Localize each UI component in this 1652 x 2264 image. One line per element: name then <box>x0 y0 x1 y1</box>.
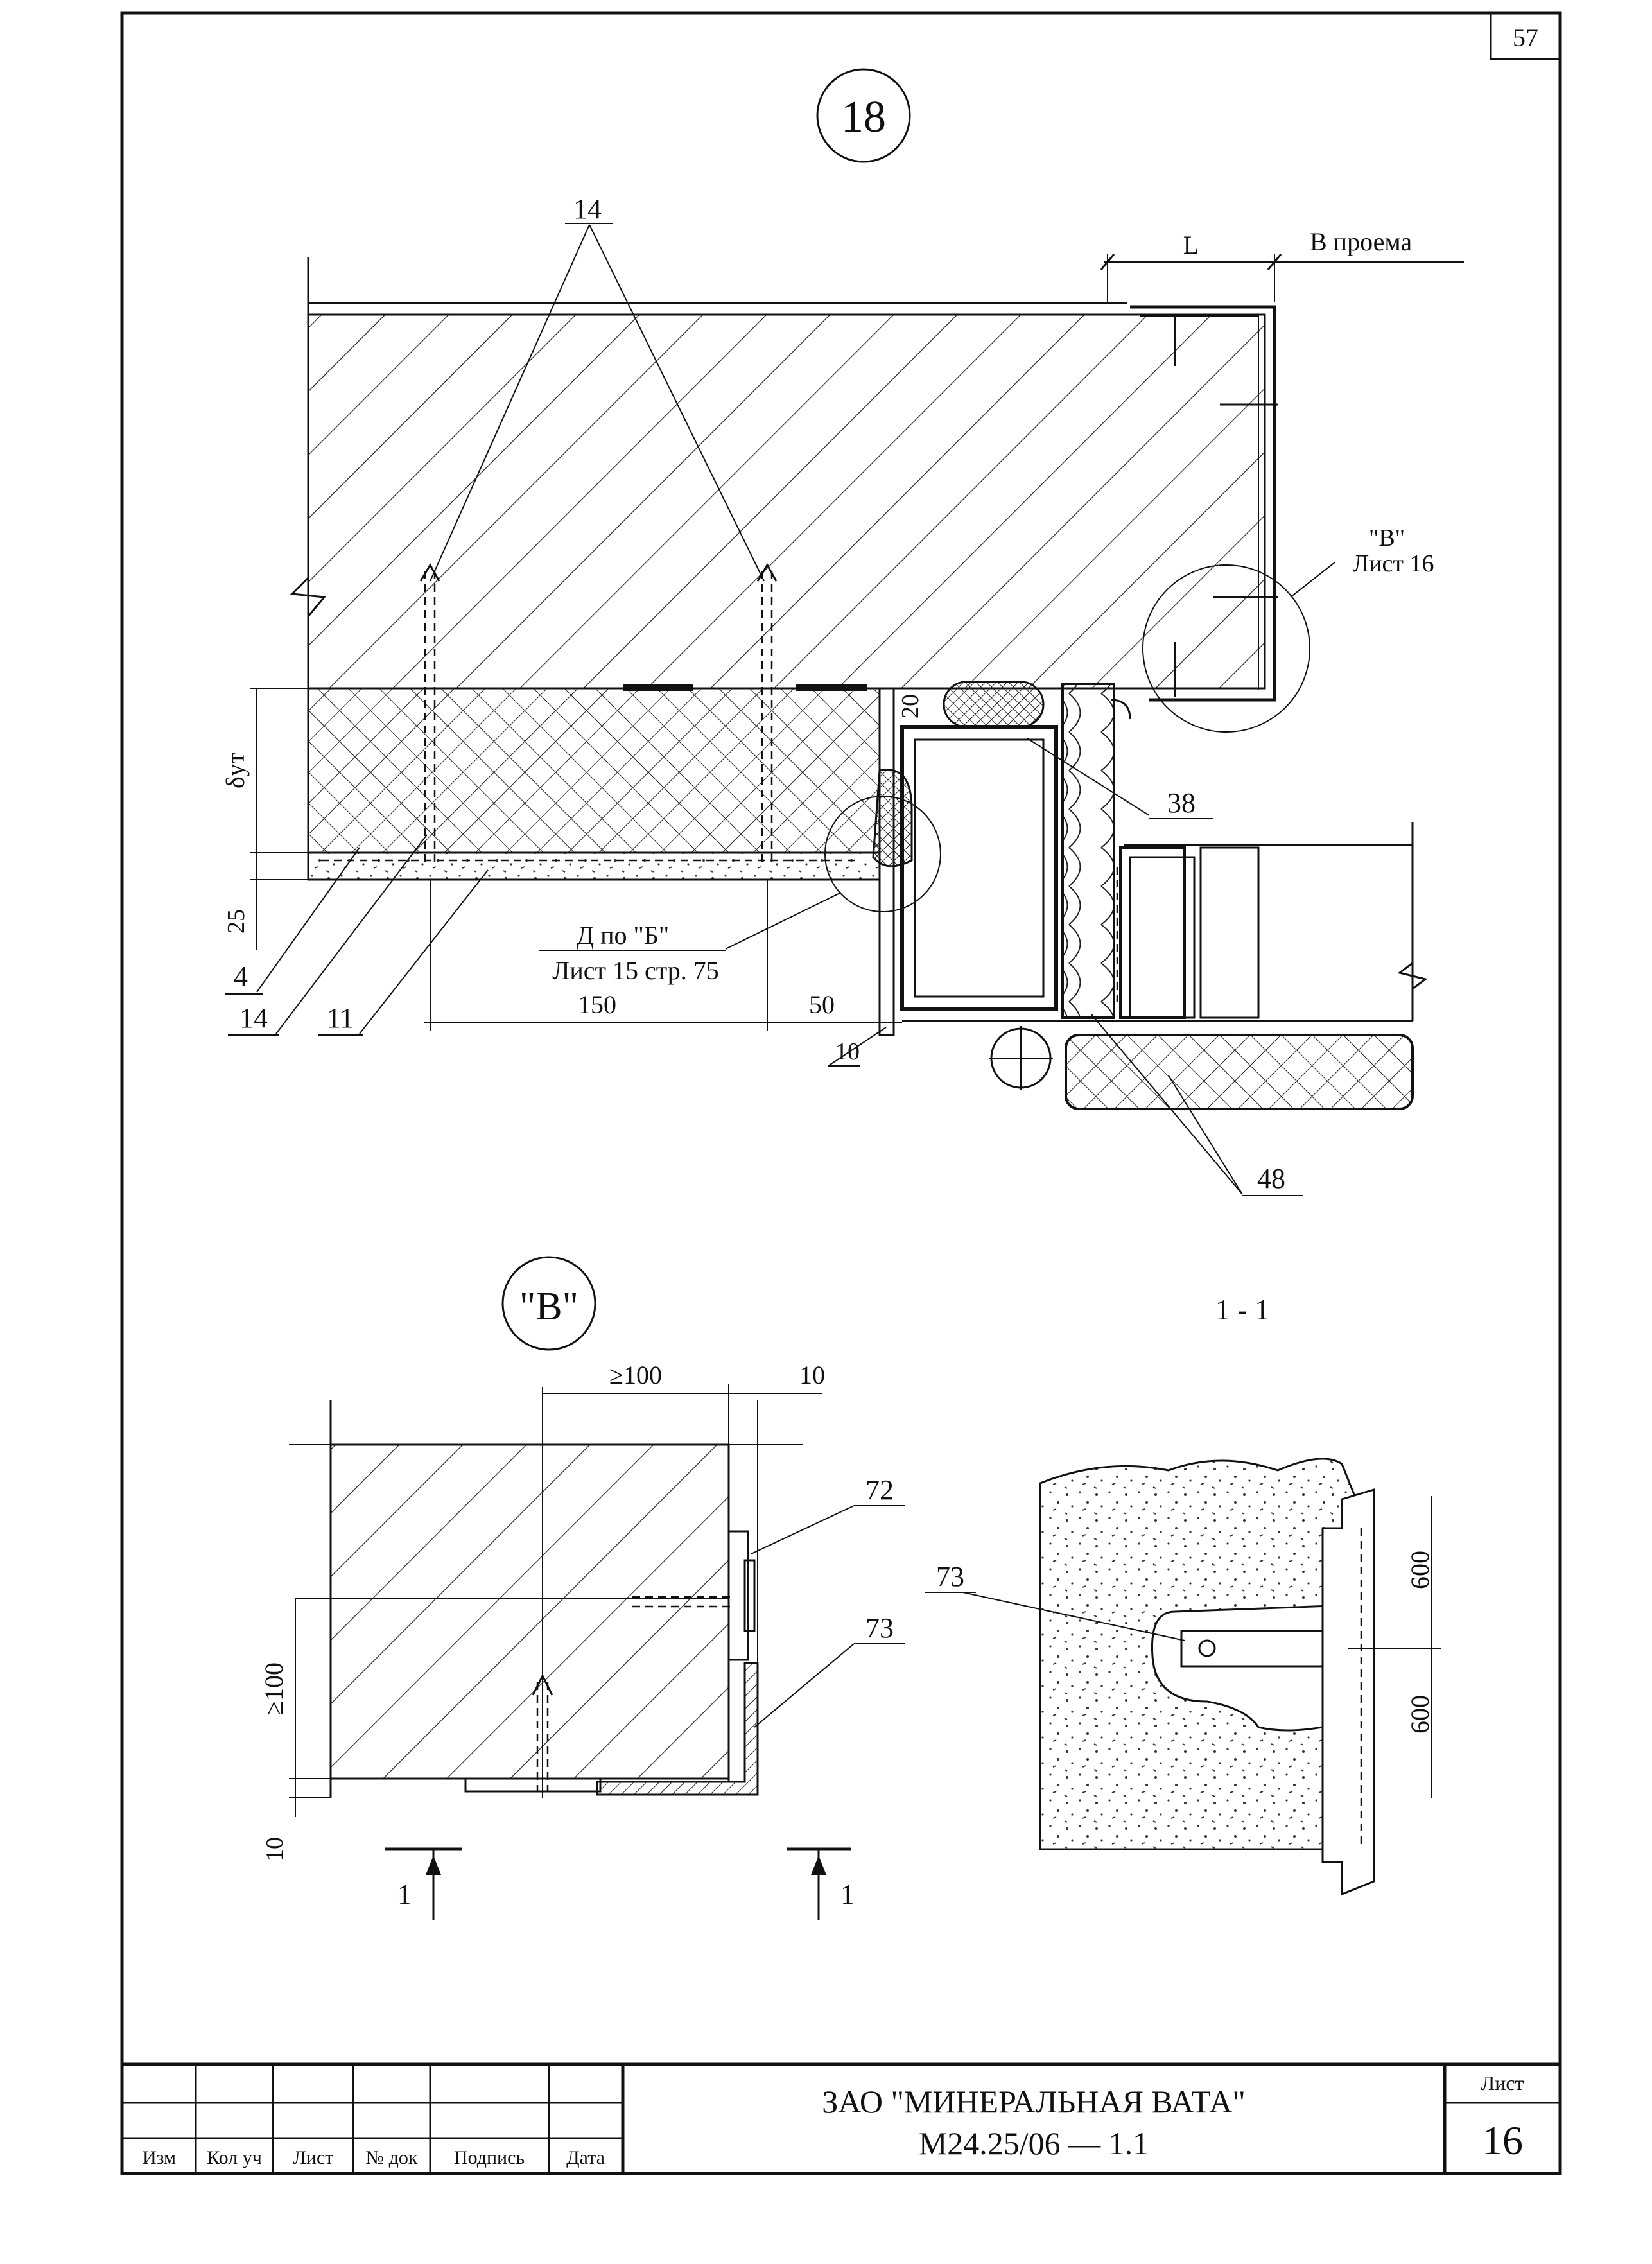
label-38: 38 <box>1167 787 1196 819</box>
opening-flashing <box>1130 305 1276 702</box>
leader-14-right <box>589 224 765 582</box>
title-col-izm: Изм <box>143 2147 176 2168</box>
title-sheet-label: Лист <box>1481 2071 1524 2094</box>
section-mark-right: 1 <box>840 1879 855 1910</box>
section-mark-left-arrow <box>426 1856 441 1875</box>
detailB-bottom-plate <box>464 1777 602 1793</box>
label-14-bottom: 14 <box>239 1002 268 1034</box>
sealant-cord <box>872 769 913 867</box>
wall-break-symbol <box>290 577 326 617</box>
detailB-dowel-v-tip <box>532 1673 553 1696</box>
wooden-sash <box>1061 683 1115 1019</box>
detail-B-callout-circle <box>501 1256 596 1351</box>
leader-73 <box>754 1643 855 1728</box>
dim-L-tick-left <box>1100 254 1115 270</box>
label-73-section: 73 <box>936 1561 964 1592</box>
wall-masonry <box>307 313 1266 690</box>
node-D-line2: Лист 15 стр. 75 <box>552 956 719 985</box>
opening-flashing-inner <box>1140 315 1259 690</box>
dowel-1-tip <box>419 563 440 582</box>
dim-50: 50 <box>809 990 835 1019</box>
detail-18-callout-circle <box>816 68 911 163</box>
dim-L: L <box>1183 231 1199 259</box>
leader-72 <box>751 1505 855 1554</box>
label-73-detailB: 73 <box>865 1612 894 1644</box>
title-col-date: Дата <box>566 2147 605 2168</box>
label-48: 48 <box>1257 1163 1285 1194</box>
title-col-signature: Подпись <box>454 2147 525 2168</box>
leader-11 <box>359 869 489 1034</box>
detailB-plate-72-inner <box>743 1559 756 1632</box>
section-1-1-dim-600-top: 600 <box>1405 1551 1434 1589</box>
title-col-kol-uch: Кол уч <box>207 2147 262 2168</box>
detail-18-callout: 18 <box>841 92 886 142</box>
inner-wall-break-symbol <box>1397 962 1428 990</box>
dim-150: 150 <box>578 990 616 1019</box>
ref-B-sheet: Лист 16 <box>1352 550 1434 577</box>
node-D-line1: Д по "Б" <box>577 921 669 950</box>
leader-48-a <box>1091 1014 1243 1195</box>
top-gasket <box>943 681 1045 728</box>
dim-L-tick-right <box>1267 254 1282 270</box>
dim-10: 10 <box>835 1038 860 1065</box>
title-col-list: Лист <box>293 2147 334 2168</box>
adhesive-strip-2 <box>796 684 867 691</box>
corner-number: 57 <box>1513 23 1538 52</box>
dim-25: 25 <box>223 909 250 934</box>
section-mark-right-arrow <box>811 1856 826 1875</box>
inner-wall-opening <box>1199 846 1260 1019</box>
insulation-layer <box>307 687 881 854</box>
title-company: ЗАО "МИНЕРАЛЬНАЯ ВАТА" <box>822 2084 1246 2120</box>
leader-14-left <box>430 224 590 582</box>
section-mark-left: 1 <box>397 1879 412 1910</box>
title-col-doc: № док <box>366 2147 418 2168</box>
section-1-1-bolt <box>1198 1639 1216 1657</box>
detailB-dim-100-top: ≥100 <box>609 1361 662 1389</box>
glazing-unit <box>1129 856 1196 1019</box>
section-1-1-profile <box>1321 1488 1375 1896</box>
title-sheet-number: 16 <box>1482 2118 1523 2163</box>
opening-face-label: В проема <box>1310 227 1412 256</box>
sash-hinge <box>1110 699 1131 720</box>
dim-10-leader <box>828 1027 887 1067</box>
leader-4 <box>256 847 360 993</box>
ref-B-leader <box>1290 561 1336 598</box>
label-4: 4 <box>234 961 248 992</box>
dim-delta: δут <box>221 753 250 788</box>
label-11: 11 <box>327 1002 354 1034</box>
detail-B-reference-circle <box>1142 564 1310 733</box>
node-D-circle <box>824 796 941 912</box>
window-sill <box>1065 1034 1414 1110</box>
plaster-layer <box>307 851 881 881</box>
window-steel-tube-inner <box>914 738 1045 998</box>
detailB-dim-10-top: 10 <box>799 1361 825 1389</box>
detailB-dim-10-left: 10 <box>261 1837 288 1861</box>
sheet-frame <box>120 11 1562 2175</box>
corner-number-box <box>1490 12 1561 60</box>
window-steel-tube-outer <box>900 725 1058 1011</box>
ref-B-quote: "В" <box>1369 525 1405 552</box>
leader-38 <box>1027 738 1150 816</box>
leader-73-section <box>962 1592 1185 1641</box>
detailB-dim-100-left: ≥100 <box>259 1662 288 1715</box>
label-14-top: 14 <box>573 193 602 225</box>
leader-14-bottom <box>275 834 428 1034</box>
adhesive-strip-1 <box>623 684 693 691</box>
label-72: 72 <box>865 1474 894 1506</box>
detailB-masonry <box>329 1443 730 1780</box>
dim-20: 20 <box>897 694 924 718</box>
detail-B-callout: "В" <box>519 1285 578 1328</box>
section-1-1-title: 1 - 1 <box>1215 1293 1269 1326</box>
title-document-code: М24.25/06 — 1.1 <box>919 2125 1149 2161</box>
leader-48-b <box>1168 1075 1243 1195</box>
dowel-2-tip <box>756 563 778 582</box>
section-1-1-dim-600-bottom: 600 <box>1405 1695 1434 1734</box>
title-block <box>122 2062 1560 2173</box>
leader-node-D <box>725 892 842 950</box>
